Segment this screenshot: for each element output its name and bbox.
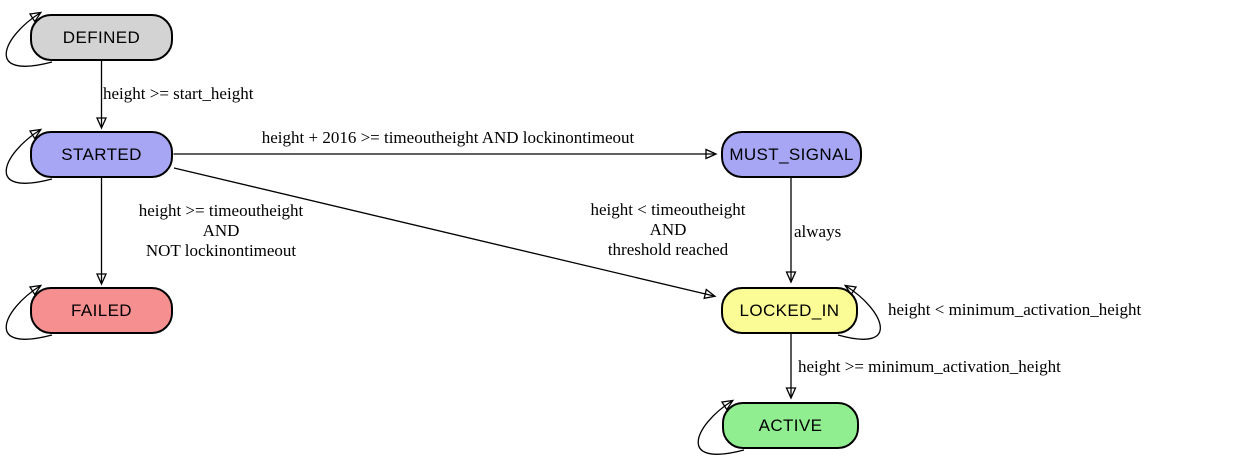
self-loop-started — [5, 128, 53, 184]
edge-label-started-to-must-signal: height + 2016 >= timeoutheight AND locki… — [261, 128, 635, 147]
state-label-defined: DEFINED — [62, 27, 141, 47]
state-label-failed: FAILED — [71, 300, 132, 320]
edge-label-defined-to-started: height >= start_height — [103, 84, 254, 103]
edge-label-locked-in-self: height < minimum_activation_height — [888, 300, 1142, 319]
self-loop-active — [697, 399, 745, 455]
edge-label-must-signal-to-locked-in: always — [794, 222, 842, 241]
self-loop-failed — [5, 284, 53, 340]
edge-started-to-locked-in — [173, 167, 717, 300]
self-loop-defined — [5, 11, 53, 67]
state-label-must-signal: MUST_SIGNAL — [729, 144, 854, 164]
edge-label-started-to-failed: height >= timeoutheight AND NOT lockinon… — [138, 201, 304, 260]
state-node-active: ACTIVE — [722, 402, 859, 449]
state-node-started: STARTED — [30, 131, 173, 178]
state-node-defined: DEFINED — [30, 14, 173, 61]
edge-label-locked-in-to-active: height >= minimum_activation_height — [798, 357, 1061, 376]
state-label-active: ACTIVE — [758, 415, 823, 435]
state-node-failed: FAILED — [30, 287, 173, 334]
state-node-locked-in: LOCKED_IN — [721, 287, 858, 334]
state-label-started: STARTED — [61, 144, 142, 164]
state-node-must-signal: MUST_SIGNAL — [721, 131, 862, 178]
self-loop-locked-in — [837, 284, 881, 340]
edge-label-started-to-locked-in: height < timeoutheight AND threshold rea… — [590, 200, 746, 259]
state-label-locked-in: LOCKED_IN — [739, 300, 840, 320]
